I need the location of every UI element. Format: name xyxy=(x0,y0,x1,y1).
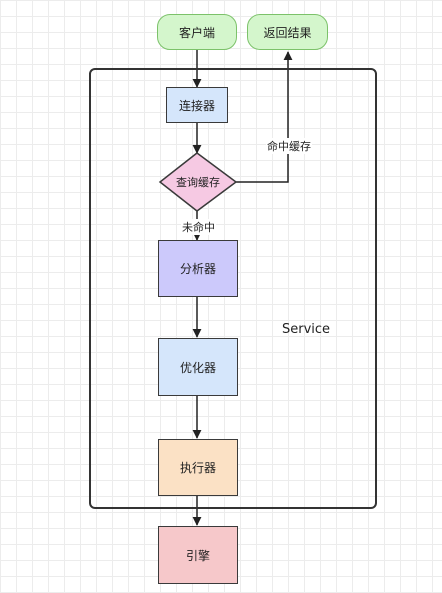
connector-node: 连接器 xyxy=(166,87,228,123)
analyzer-node: 分析器 xyxy=(158,240,238,297)
return-result-node: 返回结果 xyxy=(247,14,328,50)
client-label: 客户端 xyxy=(178,25,215,40)
service-container xyxy=(89,68,377,509)
optimizer-label: 优化器 xyxy=(179,360,216,375)
arrow-cache-to-result xyxy=(236,51,293,183)
optimizer-node: 优化器 xyxy=(158,338,238,396)
query-cache-diamond xyxy=(158,152,238,212)
client-node: 客户端 xyxy=(157,14,237,50)
query-cache-label: 查询缓存 xyxy=(176,176,220,189)
return-result-label: 返回结果 xyxy=(263,25,312,40)
cache-miss-label: 未命中 xyxy=(181,219,216,235)
executor-label: 执行器 xyxy=(179,461,216,475)
analyzer-label: 分析器 xyxy=(179,262,216,276)
service-label: Service xyxy=(282,322,331,337)
executor-node: 执行器 xyxy=(158,439,238,496)
cache-hit-label: 命中缓存 xyxy=(266,138,312,154)
engine-node: 引擎 xyxy=(158,526,238,584)
engine-label: 引擎 xyxy=(185,548,210,563)
connector-label: 连接器 xyxy=(178,98,215,113)
